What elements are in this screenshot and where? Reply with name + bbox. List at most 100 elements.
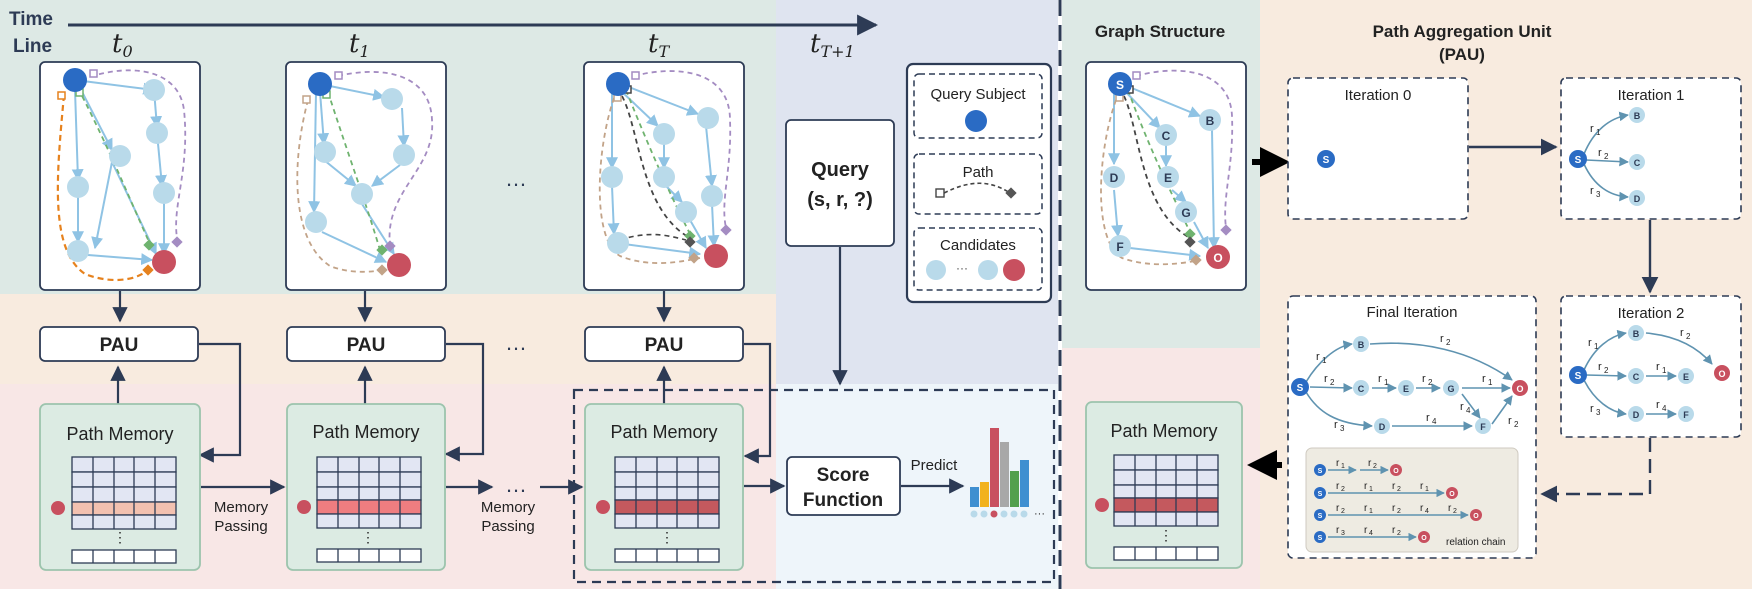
svg-text:2: 2 bbox=[1373, 463, 1377, 470]
svg-text:3: 3 bbox=[1340, 424, 1345, 433]
svg-text:2: 2 bbox=[1397, 486, 1401, 493]
legend-box: Query Subject Path Candidates ··· bbox=[905, 62, 1053, 304]
svg-text:r: r bbox=[1364, 525, 1368, 536]
svg-text:r: r bbox=[1420, 481, 1424, 492]
svg-text:Path: Path bbox=[963, 164, 994, 181]
svg-text:1: 1 bbox=[1341, 463, 1345, 470]
svg-text:2: 2 bbox=[1604, 152, 1609, 161]
svg-text:D: D bbox=[1110, 171, 1119, 185]
graph-structure-title: Graph Structure bbox=[1095, 22, 1225, 41]
pau-unit-subtitle: (PAU) bbox=[1439, 45, 1485, 64]
svg-text:Iteration 2: Iteration 2 bbox=[1618, 305, 1685, 322]
time-label-tT1: tT+1 bbox=[810, 29, 855, 61]
svg-text:Path Memory: Path Memory bbox=[1110, 421, 1217, 441]
svg-text:PAU: PAU bbox=[347, 335, 386, 356]
svg-text:r: r bbox=[1680, 327, 1684, 339]
svg-text:r: r bbox=[1656, 361, 1660, 373]
predict-label: Predict bbox=[911, 457, 959, 474]
svg-text:r: r bbox=[1448, 503, 1452, 514]
svg-text:4: 4 bbox=[1425, 508, 1429, 515]
time-label-tT: tT bbox=[648, 29, 670, 61]
svg-text:F: F bbox=[1480, 422, 1486, 432]
path-memory-t0: Path Memory ⋮ bbox=[39, 403, 201, 571]
pau-unit-title: Path Aggregation Unit bbox=[1373, 22, 1552, 41]
svg-text:r: r bbox=[1426, 412, 1430, 424]
svg-text:2: 2 bbox=[1453, 508, 1457, 515]
svg-text:O: O bbox=[1516, 384, 1523, 394]
score-function-box: Score Function bbox=[786, 456, 901, 516]
memory-passing-label-1: Memory bbox=[214, 499, 269, 516]
svg-text:C: C bbox=[1634, 158, 1641, 168]
svg-text:S: S bbox=[1318, 535, 1323, 542]
memory-passing-label-2b: Passing bbox=[481, 518, 534, 535]
pau-box-t0: PAU bbox=[39, 326, 199, 362]
svg-text:Path Memory: Path Memory bbox=[66, 424, 173, 444]
svg-text:B: B bbox=[1634, 111, 1641, 121]
arrow-pau-memory-t1 bbox=[444, 342, 485, 462]
memory-passing-label-1b: Passing bbox=[214, 518, 267, 535]
svg-text:S: S bbox=[1318, 513, 1323, 520]
svg-text:O: O bbox=[1213, 251, 1222, 265]
svg-text:r: r bbox=[1336, 481, 1340, 492]
svg-text:r: r bbox=[1324, 373, 1328, 385]
svg-text:(s, r, ?): (s, r, ?) bbox=[807, 189, 873, 211]
svg-text:S: S bbox=[1575, 155, 1582, 166]
svg-text:F: F bbox=[1683, 410, 1689, 420]
svg-text:r: r bbox=[1590, 403, 1594, 415]
svg-text:Query: Query bbox=[811, 159, 870, 181]
svg-text:r: r bbox=[1378, 373, 1382, 385]
svg-text:r: r bbox=[1590, 185, 1594, 197]
svg-text:r: r bbox=[1598, 147, 1602, 159]
svg-text:r: r bbox=[1598, 361, 1602, 373]
svg-text:r: r bbox=[1316, 351, 1320, 363]
svg-text:r: r bbox=[1508, 415, 1512, 427]
graph-structure-panel: S B C D E G F O bbox=[1085, 61, 1247, 291]
svg-text:Score: Score bbox=[817, 465, 870, 486]
pau-box-t1: PAU bbox=[286, 326, 446, 362]
snapshot-tT bbox=[583, 61, 745, 291]
arrow-pau-memory-t0 bbox=[198, 342, 242, 463]
svg-text:B: B bbox=[1358, 340, 1365, 350]
svg-text:1: 1 bbox=[1488, 378, 1493, 387]
svg-text:2: 2 bbox=[1341, 486, 1345, 493]
query-box: Query (s, r, ?) bbox=[785, 119, 895, 247]
arrow-iter2-final bbox=[1540, 438, 1652, 503]
svg-text:r: r bbox=[1392, 503, 1396, 514]
arrow-pau-memory-tT bbox=[743, 342, 772, 464]
svg-text:3: 3 bbox=[1341, 530, 1345, 537]
svg-text:O: O bbox=[1473, 513, 1479, 520]
ellipsis-snapshots: … bbox=[505, 166, 527, 191]
svg-text:S: S bbox=[1297, 383, 1304, 394]
svg-text:r: r bbox=[1588, 337, 1592, 349]
svg-text:⋮: ⋮ bbox=[113, 529, 127, 545]
svg-text:2: 2 bbox=[1428, 378, 1433, 387]
svg-text:2: 2 bbox=[1604, 366, 1609, 375]
svg-text:···: ··· bbox=[956, 261, 968, 275]
pau-box-tT: PAU bbox=[584, 326, 744, 362]
svg-text:···: ··· bbox=[1034, 508, 1045, 520]
path-memory-tT: Path Memory ⋮ bbox=[584, 403, 744, 571]
svg-text:1: 1 bbox=[1596, 128, 1601, 137]
svg-text:F: F bbox=[1116, 240, 1123, 254]
svg-text:D: D bbox=[1633, 410, 1640, 420]
svg-text:G: G bbox=[1447, 384, 1454, 394]
timeline-title: Time bbox=[9, 9, 53, 30]
svg-text:B: B bbox=[1633, 329, 1640, 339]
prediction-region bbox=[572, 388, 1056, 584]
svg-text:Final Iteration: Final Iteration bbox=[1367, 304, 1458, 321]
svg-text:2: 2 bbox=[1446, 338, 1451, 347]
svg-text:r: r bbox=[1336, 525, 1340, 536]
relation-chain-label: relation chain bbox=[1446, 537, 1505, 548]
svg-text:4: 4 bbox=[1432, 417, 1437, 426]
svg-text:2: 2 bbox=[1686, 332, 1691, 341]
path-memory-graph: Path Memory ⋮ bbox=[1085, 401, 1243, 569]
svg-text:PAU: PAU bbox=[100, 335, 139, 356]
timeline-title-line2: Line bbox=[13, 36, 52, 57]
svg-text:Candidates: Candidates bbox=[940, 237, 1016, 254]
svg-text:E: E bbox=[1683, 372, 1689, 382]
svg-text:r: r bbox=[1422, 373, 1426, 385]
svg-text:1: 1 bbox=[1322, 356, 1327, 365]
svg-text:1: 1 bbox=[1662, 366, 1667, 375]
snapshot-t0 bbox=[39, 61, 201, 291]
